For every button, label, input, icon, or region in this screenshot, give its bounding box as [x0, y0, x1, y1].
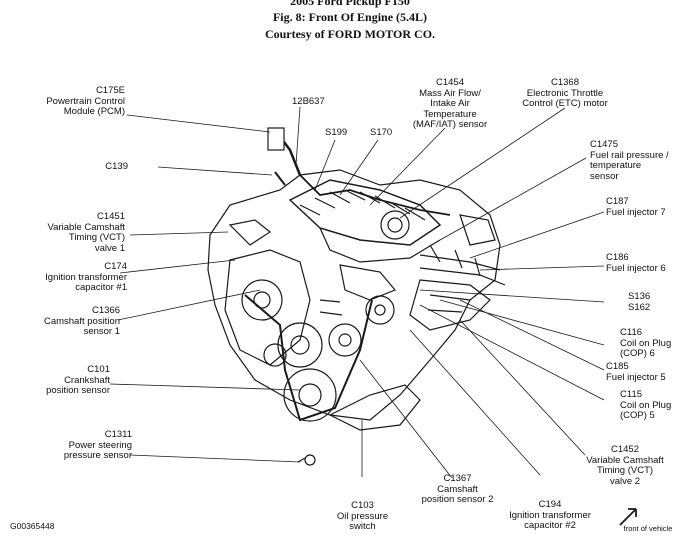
- label-12b637: 12B637: [292, 96, 325, 107]
- engine-illustration: [207, 127, 637, 526]
- label-c139: C139: [105, 161, 128, 172]
- label-s199: S199: [325, 127, 348, 138]
- figure-id: G00365448: [10, 521, 55, 531]
- front-of-vehicle-label: front of vehicle: [623, 524, 673, 533]
- diagram-header-line1: 2005 Ford Pickup F150: [290, 0, 410, 8]
- diagram-title: Fig. 8: Front Of Engine (5.4L): [272, 10, 428, 24]
- diagram-credit: Courtesy of FORD MOTOR CO.: [264, 27, 436, 41]
- label-s170: S170: [370, 127, 393, 138]
- leader-lines: [109, 106, 605, 479]
